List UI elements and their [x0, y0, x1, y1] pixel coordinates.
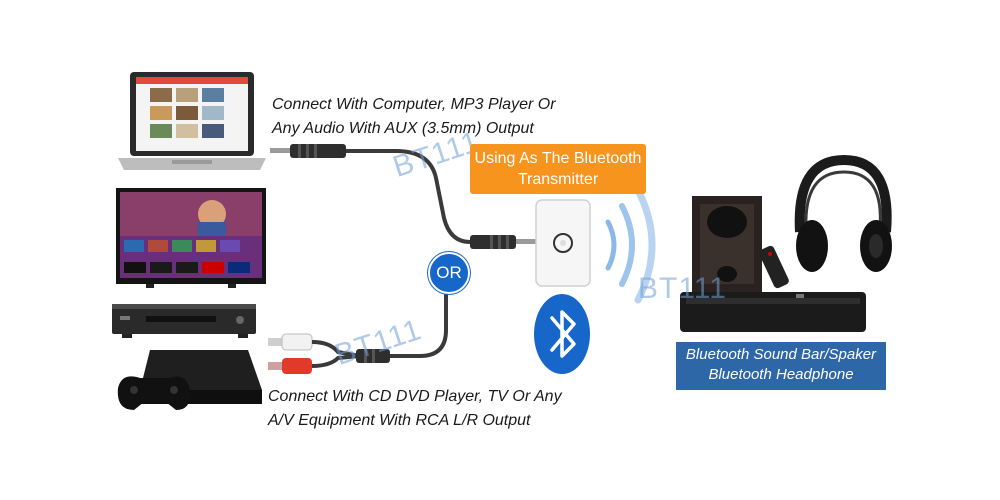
computer-caption-line2: Any Audio With AUX (3.5mm) Output — [272, 120, 534, 137]
watermark-text: BT111 — [638, 272, 727, 305]
rca-caption-line2: A/V Equipment With RCA L/R Output — [268, 412, 531, 429]
laptop-icon — [118, 72, 266, 170]
headphones-icon — [794, 154, 892, 272]
dvd-player-icon — [112, 304, 256, 338]
receiver-label-line2: Bluetooth Headphone — [708, 366, 854, 383]
rca-caption-line1: Connect With CD DVD Player, TV Or Any — [268, 388, 562, 405]
aux-plug-left — [270, 144, 346, 158]
computer-caption-line1: Connect With Computer, MP3 Player Or — [272, 96, 556, 113]
transmitter-label-line1: Using As The Bluetooth — [474, 150, 642, 167]
rca-plugs — [268, 333, 390, 374]
or-badge: OR — [428, 252, 470, 294]
remote-icon — [759, 245, 789, 289]
game-console-icon — [117, 350, 262, 410]
aux-plug-right — [470, 235, 538, 249]
tv-icon — [116, 188, 266, 288]
computer-caption: Connect With Computer, MP3 Player Or Any… — [272, 93, 556, 141]
receiver-label-line1: Bluetooth Sound Bar/Spaker — [685, 346, 877, 363]
transmitter-label-line2: Transmitter — [517, 171, 599, 188]
signal-waves-icon — [605, 186, 656, 304]
speaker-icon — [680, 196, 866, 332]
aux-cable — [342, 149, 486, 358]
receiver-label: Bluetooth Sound Bar/Spaker Bluetooth Hea… — [676, 342, 886, 390]
bluetooth-icon — [534, 294, 590, 374]
rca-caption: Connect With CD DVD Player, TV Or Any A/… — [268, 385, 562, 433]
transmitter-device — [535, 199, 591, 287]
transmitter-label: Using As The Bluetooth Transmitter — [470, 144, 646, 194]
